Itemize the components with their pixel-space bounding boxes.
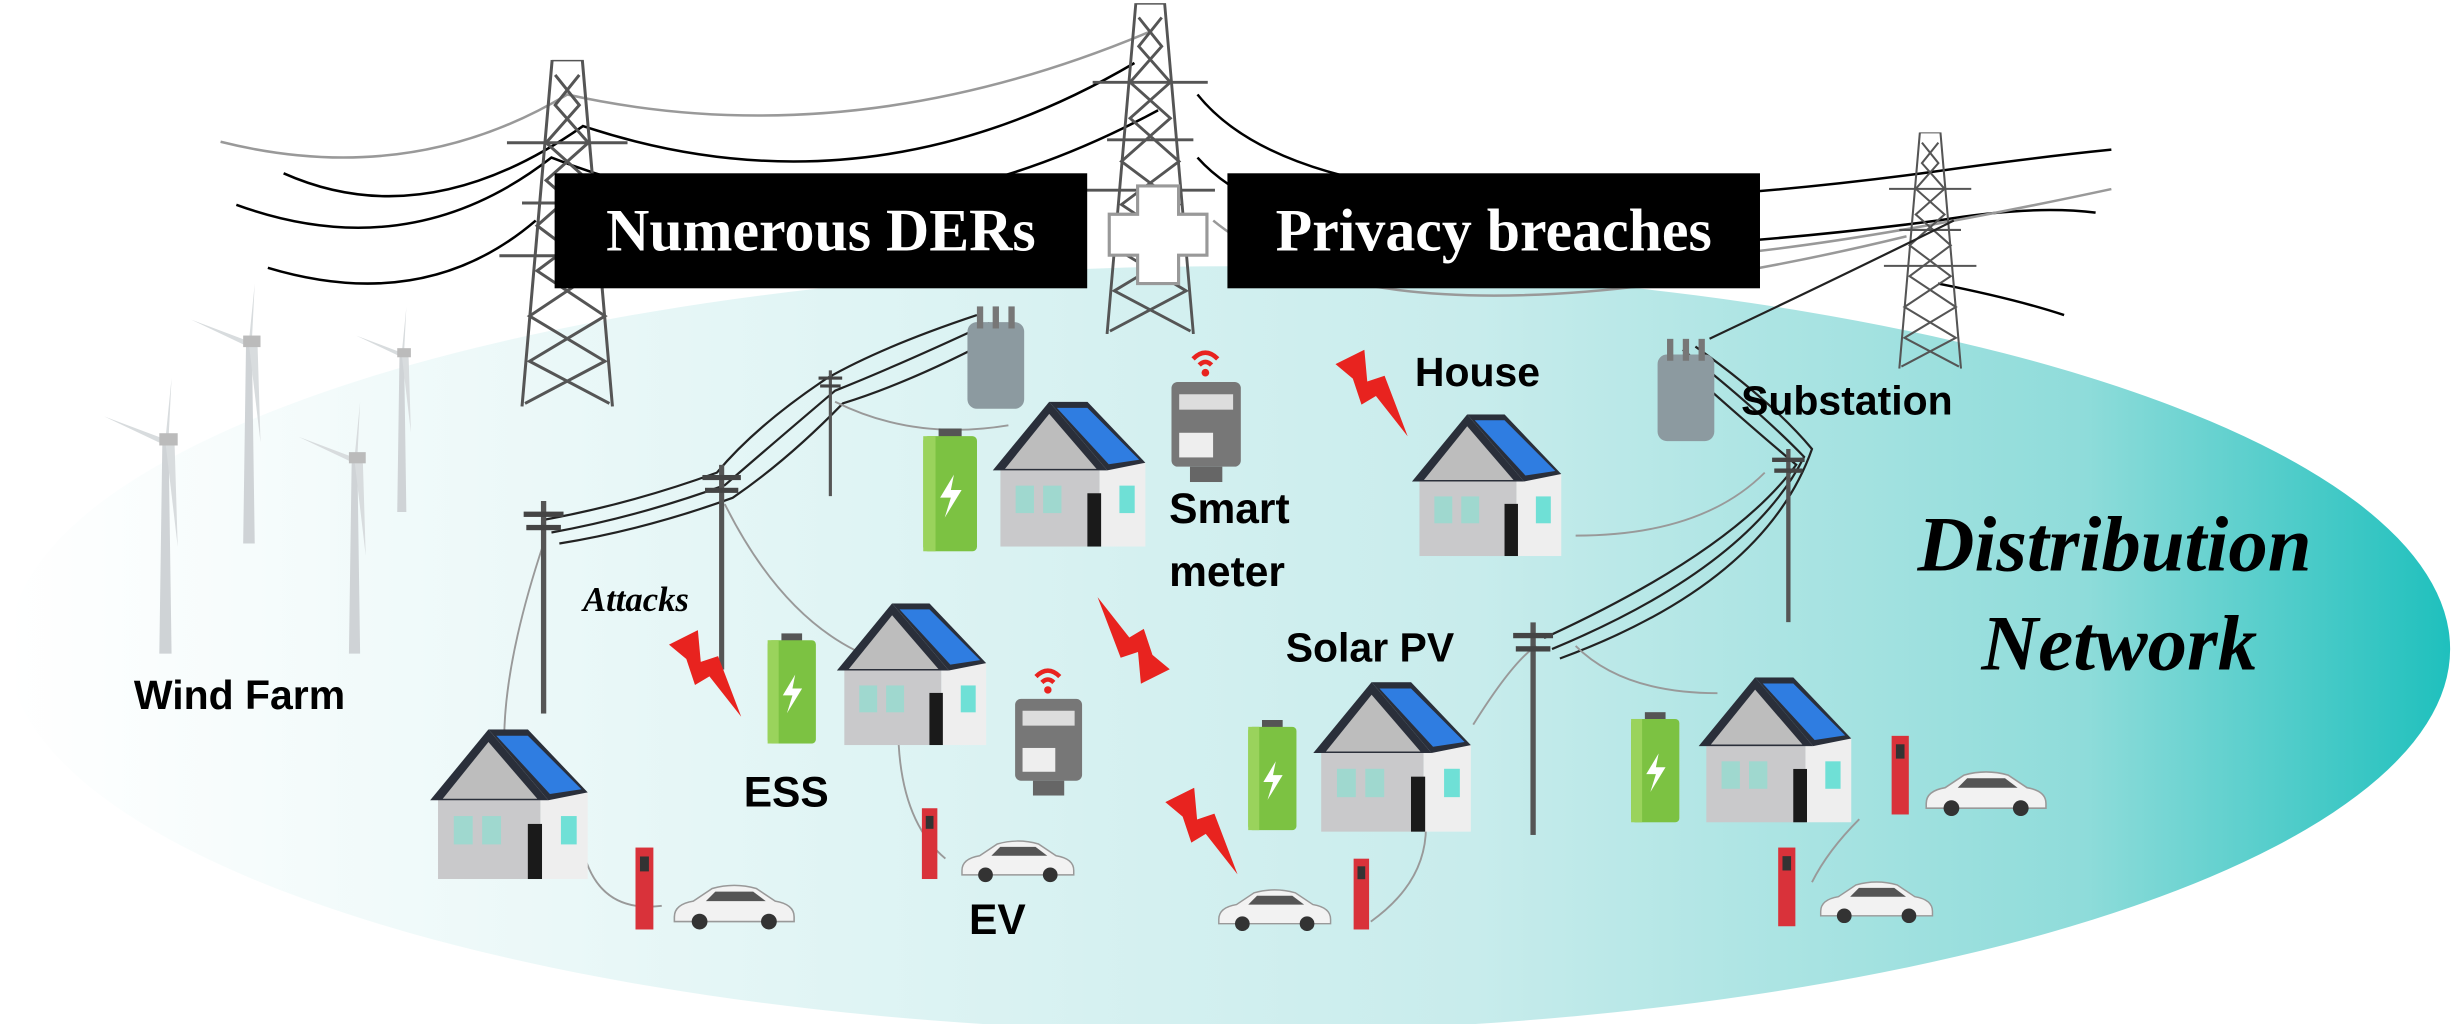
headline-privacy: Privacy breaches — [1276, 197, 1712, 263]
label-solar-pv: Solar PV — [1286, 625, 1455, 671]
label-house: House — [1415, 349, 1540, 395]
ev-charger-icon — [635, 847, 654, 930]
ev-charger-icon — [1778, 847, 1796, 927]
headline-box-ders — [554, 173, 1088, 289]
headline-box-privacy — [1227, 173, 1760, 289]
label-distribution: Distribution — [1917, 501, 2312, 588]
label-substation: Substation — [1741, 377, 1953, 423]
ev-charger-icon — [1353, 858, 1370, 930]
ev-charger-icon — [921, 808, 938, 880]
plus-icon — [1107, 184, 1209, 286]
label-smart-meter-2: meter — [1169, 548, 1285, 596]
label-network: Network — [1980, 601, 2257, 688]
battery-icon — [1248, 719, 1297, 831]
label-smart-meter-1: Smart — [1169, 485, 1290, 533]
headline-ders: Numerous DERs — [606, 197, 1036, 263]
ev-charger-icon — [1891, 735, 1909, 815]
label-ev: EV — [969, 896, 1026, 944]
battery-icon — [767, 633, 816, 744]
label-attacks: Attacks — [581, 581, 689, 619]
battery-icon — [923, 428, 977, 552]
distribution-network-area — [8, 266, 2450, 1024]
label-wind-farm: Wind Farm — [134, 672, 345, 718]
battery-icon — [1631, 712, 1680, 823]
label-ess: ESS — [744, 769, 829, 817]
